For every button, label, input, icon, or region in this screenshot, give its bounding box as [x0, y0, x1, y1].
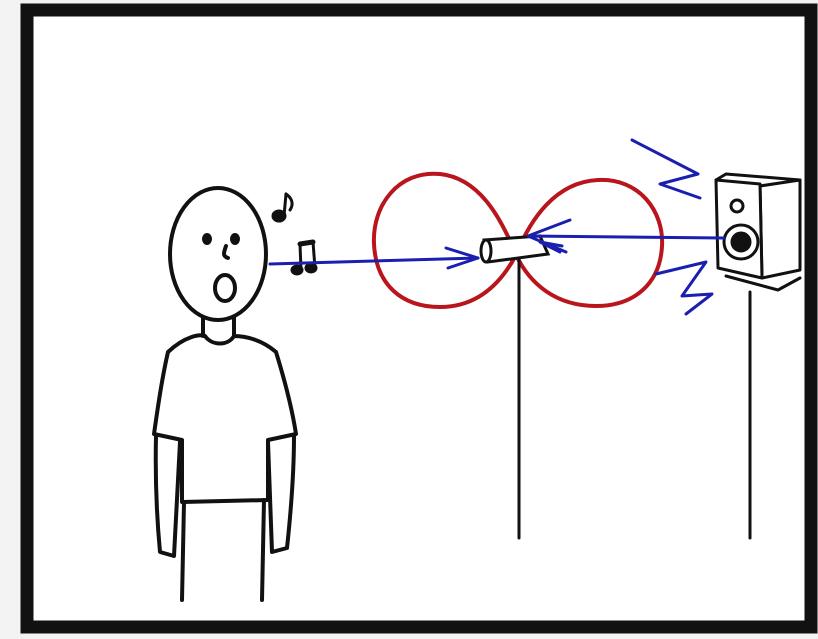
person-left-eye	[204, 235, 210, 243]
speaker-cabinet	[716, 180, 762, 278]
speaker-woofer-cone	[732, 233, 750, 251]
speaker-arrow	[528, 236, 724, 238]
speaker-cabinet-side	[760, 180, 800, 278]
person-right-eye	[232, 235, 238, 243]
panel-frame	[27, 10, 811, 627]
microphone-capsule	[481, 240, 491, 262]
